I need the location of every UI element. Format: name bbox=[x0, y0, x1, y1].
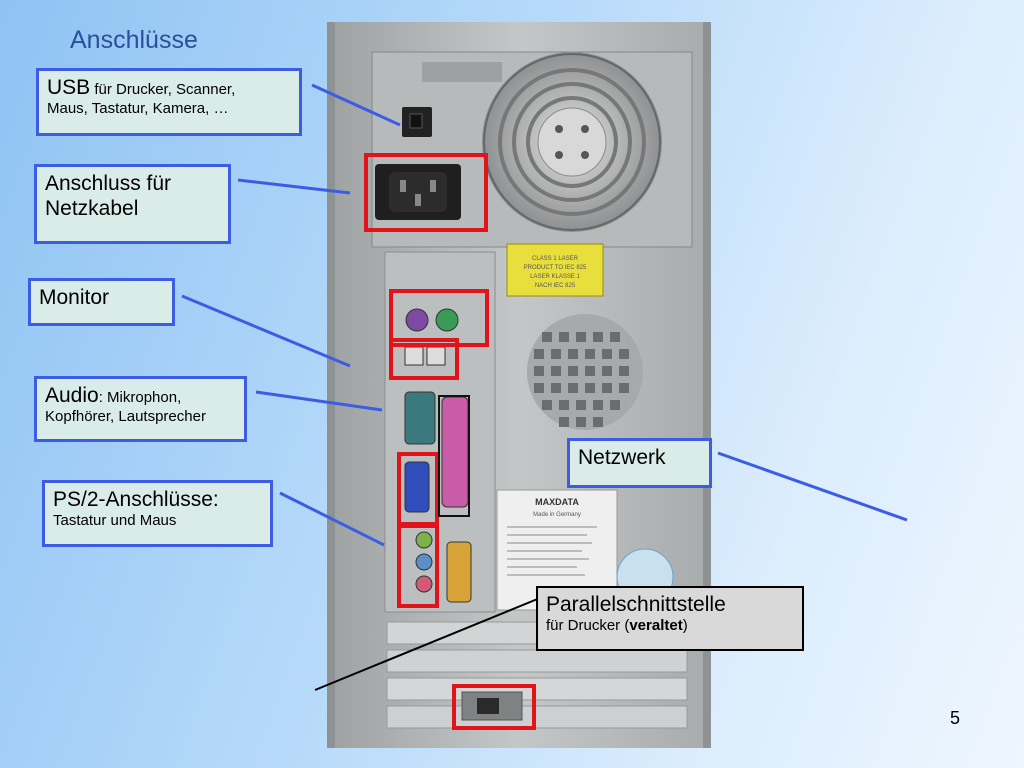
audio-label: Audio: Mikrophon, Kopfhörer, Lautspreche… bbox=[34, 376, 247, 442]
laser-label-line-2: PRODUCT TO IEC 825 bbox=[524, 265, 587, 271]
page-number: 5 bbox=[950, 708, 961, 728]
parallel-label-detail-bold: veraltet bbox=[629, 617, 683, 635]
audio-label-main: Audio bbox=[45, 384, 99, 407]
slide-title: Anschlüsse bbox=[70, 26, 198, 54]
network-label: Netzwerk bbox=[567, 438, 712, 488]
ps2-label-main: PS/2-Anschlüsse: bbox=[53, 488, 219, 511]
network-label-main: Netzwerk bbox=[578, 446, 666, 469]
network-connector-line bbox=[717, 451, 908, 522]
usb-label-detail-1: für Drucker, Scanner, bbox=[90, 81, 236, 98]
monitor-label: Monitor bbox=[28, 278, 175, 326]
brand-sub-text: Made in Germany bbox=[533, 512, 581, 518]
power-label-line-1: Anschluss für bbox=[45, 172, 172, 195]
power-label-line-2: Netzkabel bbox=[45, 197, 139, 221]
laser-label-line-3: LASER KLASSE 1 bbox=[530, 274, 580, 280]
power-label: Anschluss für Netzkabel bbox=[34, 164, 231, 244]
parallel-label-detail-post: ) bbox=[682, 617, 688, 635]
brand-text: MAXDATA bbox=[535, 497, 579, 507]
parallel-label-main: Parallelschnittstelle bbox=[546, 593, 726, 616]
laser-label-line-4: NACH IEC 825 bbox=[535, 283, 576, 289]
usb-label-detail-2: Maus, Tastatur, Kamera, … bbox=[47, 100, 229, 118]
ps2-label: PS/2-Anschlüsse: Tastatur und Maus bbox=[42, 480, 273, 547]
laser-label-line-1: CLASS 1 LASER bbox=[532, 256, 579, 262]
ps2-label-detail: Tastatur und Maus bbox=[53, 512, 177, 530]
parallel-label-detail-pre: für Drucker ( bbox=[546, 617, 630, 635]
monitor-connector-line bbox=[181, 294, 351, 368]
usb-label-main: USB bbox=[47, 76, 91, 99]
monitor-label-main: Monitor bbox=[39, 286, 110, 309]
audio-label-detail-2: Kopfhörer, Lautsprecher bbox=[45, 408, 206, 426]
usb-label: USB für Drucker, Scanner, Maus, Tastatur… bbox=[36, 68, 302, 136]
audio-label-detail-1: : Mikrophon, bbox=[98, 389, 182, 406]
parallel-label: Parallelschnittstelle für Drucker (veral… bbox=[536, 586, 804, 651]
